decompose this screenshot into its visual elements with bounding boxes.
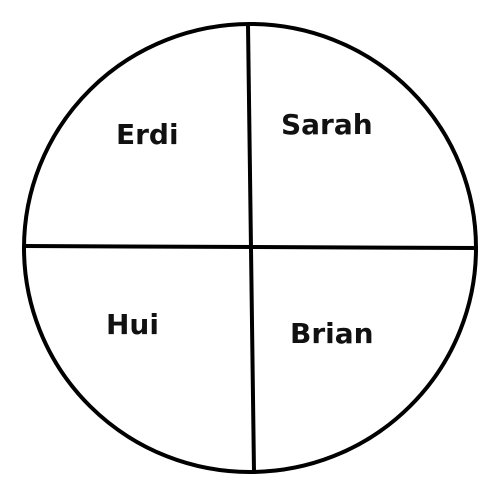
quadrant-label-top-right: Sarah xyxy=(281,108,373,141)
quadrant-label-top-left: Erdi xyxy=(116,118,179,151)
horizontal-divider xyxy=(23,244,477,250)
quadrant-label-bottom-left: Hui xyxy=(106,308,159,341)
quadrant-label-bottom-right: Brian xyxy=(290,317,374,350)
